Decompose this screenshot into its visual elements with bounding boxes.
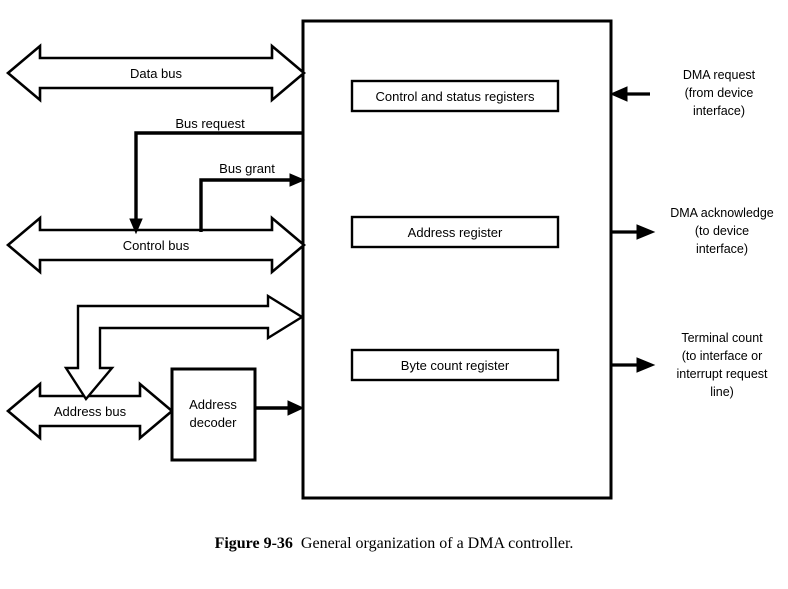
bus-label: Address bus bbox=[54, 404, 127, 419]
dma-acknowledge-label-line2: (to device bbox=[695, 224, 749, 238]
hollow-double-arrow bbox=[5, 215, 307, 275]
dma-acknowledge-arrowhead bbox=[636, 224, 656, 240]
terminal-count-label-line4: line) bbox=[710, 385, 734, 399]
dma-request-label-line3: interface) bbox=[693, 104, 745, 118]
dma-request-label-line1: DMA request bbox=[683, 68, 756, 82]
address-decoder-label-line1: Address bbox=[189, 397, 237, 412]
figure-caption-text: General organization of a DMA controller… bbox=[300, 535, 574, 552]
decoder-output-arrowhead bbox=[287, 400, 305, 416]
address-decoder-box bbox=[170, 367, 257, 462]
bus-data-bus: Data bus bbox=[5, 43, 307, 103]
dma-request-label-line2: (from device bbox=[685, 86, 754, 100]
dma-acknowledge-label-line1: DMA acknowledge bbox=[670, 206, 774, 220]
terminal-count-arrowhead bbox=[636, 357, 656, 373]
bus-grant-label: Bus grant bbox=[219, 161, 275, 176]
hollow-elbow-address-to-controller bbox=[63, 293, 305, 402]
figure-caption: Figure 9-36 General organization of a DM… bbox=[0, 535, 788, 553]
external-signal-terminal-count: Terminal count (to interface or interrup… bbox=[611, 331, 768, 399]
terminal-count-label-line1: Terminal count bbox=[681, 331, 763, 345]
bus-request-arrowhead bbox=[129, 218, 143, 235]
register-box bbox=[350, 215, 560, 249]
bus-label: Data bus bbox=[130, 66, 183, 81]
hollow-double-arrow bbox=[5, 43, 307, 103]
bus-grant-line bbox=[199, 178, 293, 232]
register-box bbox=[350, 348, 560, 382]
terminal-count-label-line3: interrupt request bbox=[676, 367, 768, 381]
register-label: Address register bbox=[408, 225, 503, 240]
bus-label: Control bus bbox=[123, 238, 190, 253]
register-label: Control and status registers bbox=[376, 89, 535, 104]
bus-control-bus: Control bus bbox=[5, 215, 307, 275]
bus-grant-arrowhead bbox=[289, 173, 306, 187]
block-address-decoder: Address decoder bbox=[170, 367, 257, 462]
external-signal-dma-request: DMA request (from device interface) bbox=[609, 68, 756, 118]
arrow-decoder-to-controller bbox=[255, 400, 305, 416]
terminal-count-label-line2: (to interface or bbox=[682, 349, 763, 363]
address-decoder-label-line2: decoder bbox=[190, 415, 238, 430]
register-label: Byte count register bbox=[401, 358, 510, 373]
register-byte-count-register: Byte count register bbox=[350, 348, 560, 382]
register-box bbox=[350, 79, 560, 113]
signal-bus-grant: Bus grant bbox=[199, 161, 306, 232]
dma-acknowledge-label-line3: interface) bbox=[696, 242, 748, 256]
external-signal-dma-acknowledge: DMA acknowledge (to device interface) bbox=[611, 206, 774, 256]
hollow-elbow-band bbox=[63, 293, 305, 402]
register-control-status-registers: Control and status registers bbox=[350, 79, 560, 113]
bus-request-label: Bus request bbox=[175, 116, 245, 131]
signal-bus-request: Bus request bbox=[129, 116, 303, 235]
register-address-register: Address register bbox=[350, 215, 560, 249]
dma-request-arrowhead bbox=[609, 86, 628, 102]
figure-number: Figure 9-36 bbox=[214, 535, 293, 552]
bus-request-line bbox=[134, 131, 303, 222]
